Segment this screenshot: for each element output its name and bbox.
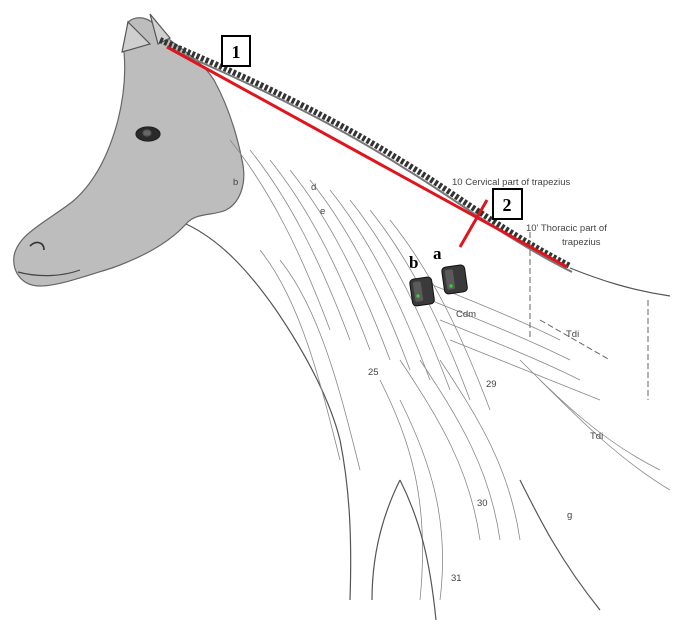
annotation-cervical-trapezius: 10 Cervical part of trapezius <box>452 177 571 188</box>
annotation-29: 29 <box>486 379 497 390</box>
horse-drawing <box>14 14 670 620</box>
sensor-b <box>409 277 435 307</box>
sensor-a <box>441 264 468 294</box>
annotation-e: e <box>320 206 325 217</box>
annotation-30: 30 <box>477 498 488 509</box>
annotation-25: 25 <box>368 367 379 378</box>
sensor-a-label: a <box>433 244 442 263</box>
marker-1: 1 <box>222 36 250 66</box>
annotation-thoracic-trapezius-2: trapezius <box>562 237 601 248</box>
annotation-tdi-2: Tdi <box>590 431 603 442</box>
annotation-thoracic-trapezius-1: 10' Thoracic part of <box>526 223 607 234</box>
annotation-cdm: Cdm <box>456 309 476 320</box>
marker-2: 2 <box>493 189 522 219</box>
horse-head <box>14 18 244 286</box>
annotation-b-small: b <box>233 177 238 188</box>
annotation-tdi-1: Tdi <box>566 329 579 340</box>
annotation-d: d <box>311 182 316 193</box>
sensor-b-label: b <box>409 253 418 272</box>
marker-1-label: 1 <box>232 42 241 62</box>
annotation-g: g <box>567 510 572 521</box>
marker-2-label: 2 <box>503 195 512 215</box>
sensor-a-led <box>449 284 453 288</box>
sensor-b-led <box>416 294 420 298</box>
annotation-31: 31 <box>451 573 462 584</box>
